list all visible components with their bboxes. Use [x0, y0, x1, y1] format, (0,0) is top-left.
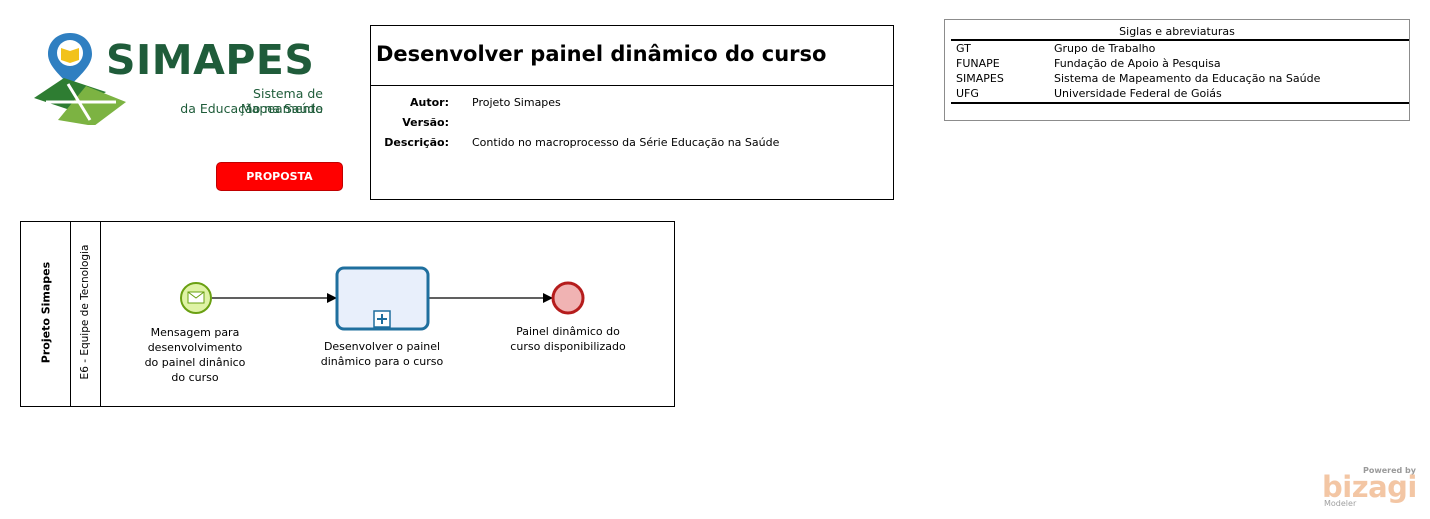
start-event-label-line2: desenvolvimento: [147, 341, 243, 354]
subprocess-label: Desenvolver o painel dinâmico para o cur…: [312, 339, 452, 369]
table-bottom-rule: [951, 102, 1409, 104]
start-event-label-line4: do curso: [171, 371, 219, 384]
header-divider: [371, 85, 893, 86]
collapsed-subprocess-plus-icon: [373, 310, 391, 328]
subprocess-label-line1: Desenvolver o painel: [323, 340, 441, 353]
logo-subtitle-line1: Sistema de Mapeamento: [240, 86, 323, 116]
subprocess-task[interactable]: [335, 266, 430, 331]
abbreviations-table: Siglas e abreviaturas GT Grupo de Trabal…: [944, 19, 1410, 121]
bizagi-logo: bizagi: [1322, 470, 1417, 504]
start-event-label: Mensagem para desenvolvimento do painel …: [130, 325, 260, 385]
table-top-rule: [951, 39, 1409, 41]
start-event-label-line1: Mensagem para: [150, 326, 240, 339]
description-label: Descrição:: [384, 136, 449, 149]
end-event-label-line2: curso disponibilizado: [510, 340, 626, 353]
abbr-funape: FUNAPE: [956, 57, 1000, 70]
abbr-simapes: SIMAPES: [956, 72, 1004, 85]
lane-header-divider: [100, 222, 101, 406]
bizagi-product-label: Modeler: [1324, 499, 1357, 508]
pool-header-divider: [70, 222, 71, 406]
logo-wordmark: SIMAPES: [106, 36, 315, 84]
author-value: Projeto Simapes: [472, 96, 561, 109]
end-event[interactable]: [551, 281, 585, 315]
abbr-ufg: UFG: [956, 87, 979, 100]
def-ufg: Universidade Federal de Goiás: [1054, 87, 1222, 100]
end-event-label-line1: Painel dinâmico do: [516, 325, 620, 338]
page-title: Desenvolver painel dinâmico do curso: [376, 42, 827, 66]
subprocess-label-line2: dinâmico para o curso: [320, 355, 444, 368]
simapes-logo-icon: [34, 33, 126, 125]
start-message-event[interactable]: [180, 282, 212, 314]
version-label: Versão:: [402, 116, 449, 129]
end-event-label: Painel dinâmico do curso disponibilizado: [500, 324, 636, 354]
envelope-icon: [187, 291, 205, 304]
def-gt: Grupo de Trabalho: [1054, 42, 1156, 55]
def-simapes: Sistema de Mapeamento da Educação na Saú…: [1054, 72, 1321, 85]
abbr-gt: GT: [956, 42, 971, 55]
abbreviations-title: Siglas e abreviaturas: [1119, 25, 1235, 38]
logo-subtitle-line2: da Educação na Saúde: [180, 101, 323, 116]
status-badge: PROPOSTA: [216, 162, 343, 191]
description-value: Contido no macroprocesso da Série Educaç…: [472, 136, 780, 149]
start-event-label-line3: do painel dinânico: [144, 356, 246, 369]
process-flow: [180, 266, 585, 331]
bpmn-pool: Projeto Simapes E6 - Equipe de Tecnologi…: [20, 221, 675, 407]
author-label: Autor:: [410, 96, 449, 109]
powered-by-label: Powered by: [1363, 466, 1416, 475]
def-funape: Fundação de Apoio à Pesquisa: [1054, 57, 1221, 70]
process-header: Desenvolver painel dinâmico do curso Aut…: [370, 25, 894, 200]
